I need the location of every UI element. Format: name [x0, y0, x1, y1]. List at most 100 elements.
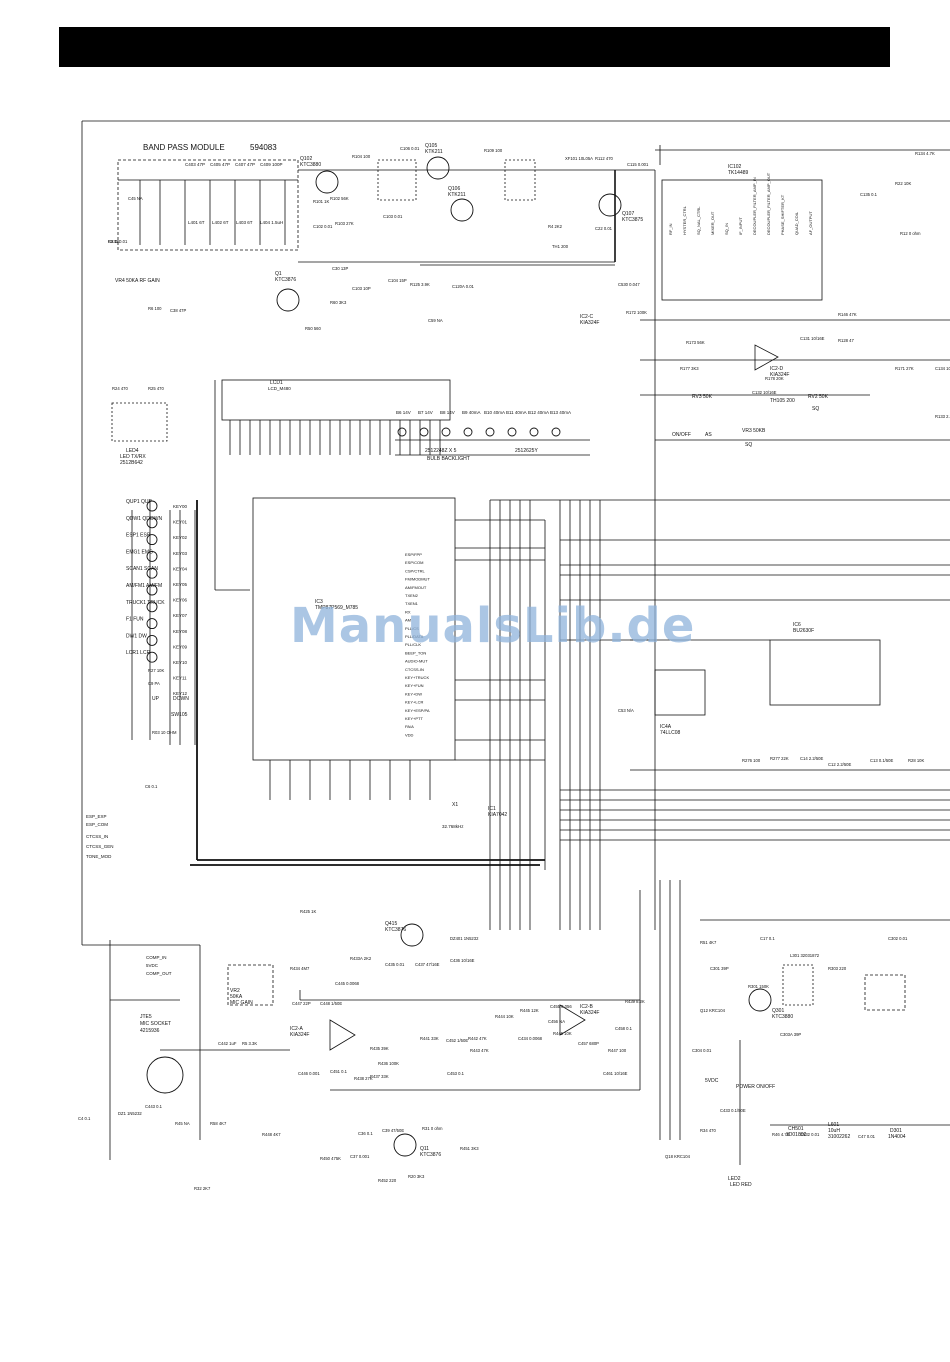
component-label: C134 10/16E	[935, 366, 950, 371]
key-line-label: KEY08	[173, 629, 188, 634]
component-label: C14 2.2/50E	[800, 756, 823, 761]
component-label: C102 0.01	[313, 224, 333, 229]
bulb-label: B7 14V	[418, 410, 433, 415]
key-switch-label: SCAN1 SCAN	[126, 566, 158, 572]
ic3-pin-label: AM/FMOUT	[405, 585, 427, 590]
coil-l601-part: 31002262	[828, 1134, 850, 1140]
control-rv2: RV2 50K	[808, 394, 829, 400]
component-label: R438 27K	[354, 1076, 373, 1081]
mic-gain-value: 50KA	[230, 994, 243, 1000]
key-line-label: KEY12	[173, 691, 188, 696]
bulb-icon	[507, 427, 517, 437]
key-switch-label: DW1 DW	[126, 633, 147, 639]
ic3-pin-label: PLL/CS	[405, 626, 419, 631]
down-label: DOWN	[173, 696, 189, 702]
transistor-q107	[598, 193, 622, 217]
bulb-label: B12 40mA	[528, 410, 549, 415]
ic102-pin-label: DECOUPLER_FILTER_AMP_IN	[752, 177, 757, 235]
io-pin-label: ESP_COM	[86, 822, 108, 827]
io-pin-label: CTCSS_GEN	[86, 844, 114, 849]
band-pass-part: 594083	[250, 143, 277, 152]
component-label: R03 10 OHM	[152, 730, 177, 735]
transistor-q106	[450, 198, 474, 222]
transistor-q102	[315, 170, 339, 194]
transistor-q415-ref: Q415	[385, 921, 397, 927]
component-label: C456 NA	[548, 1019, 565, 1024]
control-on_off: ON/OFF	[672, 432, 691, 438]
component-label: C104 15P	[388, 278, 407, 283]
ic3-pin-label: KEY+ESP/PA	[405, 708, 430, 713]
ic3-pin-label: TXEN1	[405, 601, 419, 606]
ic6-ref: IC6	[793, 622, 801, 628]
component-label: C37 0.001	[350, 1154, 370, 1159]
transistor-q11-part: KTC3876	[420, 1152, 441, 1158]
wiring	[81, 120, 950, 1165]
key-switch-icon	[146, 534, 158, 546]
control-sq2: SQ	[812, 406, 819, 412]
ic3-pin-label: RX	[405, 609, 411, 614]
mic-gain-ref: VR2	[230, 988, 240, 994]
component-label: R125 3.9K	[410, 282, 430, 287]
key-switch-icon	[146, 634, 158, 646]
component-label: C30 13P	[332, 266, 349, 271]
transistor-q1-part: KTC3876	[275, 277, 296, 283]
component-label: C457 680P	[578, 1041, 599, 1046]
up-label: UP	[152, 696, 160, 702]
diode-d301-ref: D301	[890, 1128, 902, 1134]
component-label: R433A 2K2	[350, 956, 372, 961]
component-label: R177 3K3	[680, 366, 699, 371]
backlight-label: BULB BACKLIGHT	[427, 456, 470, 462]
ic2d-part: KIA324F	[770, 372, 789, 378]
ic3-pin-label: PLL/CLK	[405, 642, 421, 647]
key-switch-icon	[146, 618, 158, 630]
capacitor-label: C403 47P	[185, 162, 205, 167]
ic102-body	[661, 179, 823, 301]
diode-d301-part: 1N4004	[888, 1134, 906, 1140]
component-label: C12 2.2/50E	[828, 762, 851, 767]
component-label: C445 0.0068	[335, 981, 360, 986]
mic-pins-box	[227, 964, 274, 1006]
mic-socket-part: 4215936	[140, 1028, 160, 1034]
ic3-pin-label: TXEN2	[405, 593, 419, 598]
component-label: R22 10K	[895, 181, 912, 186]
io-pin-label: TONE_MOD	[86, 854, 112, 859]
backlight-part-b: 2512625Y	[515, 448, 538, 454]
ic3-pin-label: KEY+PTT	[405, 716, 423, 721]
component-label: C448 1/50E	[320, 1001, 342, 1006]
bulb-icon	[485, 427, 495, 437]
led2-ref: LED2	[728, 1176, 741, 1182]
component-label: C446 0.001	[298, 1071, 320, 1076]
component-label: R437 33K	[370, 1074, 389, 1079]
key-line-label: KEY10	[173, 660, 188, 665]
ic2d-ref: IC2-D	[770, 366, 783, 372]
transistor-q105-part: KTK211	[425, 149, 443, 155]
mic-pin-label: COMP_OUT	[146, 971, 172, 976]
component-label: R46 4.7K	[772, 1132, 790, 1137]
component-label: R172 100K	[626, 310, 647, 315]
transistor-q106-ref: Q106	[448, 186, 460, 192]
coil-l301	[782, 964, 814, 1006]
ic102-pin-label: DECOUPLER_FILTER_AMP_OUT	[766, 172, 771, 235]
ic3-pin-label: KEY+FUN	[405, 683, 424, 688]
ic3-pin-label: CSP/CTRL	[405, 568, 426, 573]
components	[146, 156, 772, 1157]
bulb-label: B9 40mA	[462, 410, 481, 415]
component-label: R439 8.2K	[625, 999, 645, 1004]
backlight-part-a: 2512248Z X 5	[425, 448, 457, 454]
component-label: C458 0.1	[615, 1026, 633, 1031]
control-as: AS	[705, 432, 712, 438]
ic2b-part: KIA324F	[580, 1010, 599, 1016]
ic1-ref: IC1	[488, 806, 496, 812]
component-label: C38 47P	[170, 308, 187, 313]
component-label: R277 22K	[770, 756, 789, 761]
ic3-pin-label: PLL/DATA	[405, 634, 424, 639]
ic3-pin-label: ESP/COM	[405, 560, 423, 565]
ic102-pin-label: QUAD_COIL	[794, 211, 799, 235]
component-label: C433 0.1/50E	[720, 1108, 746, 1113]
ic3-pin-label: KEY+DW	[405, 691, 422, 696]
control-rv3: RV3 50K	[692, 394, 713, 400]
capacitor-label: C405 47P	[210, 162, 230, 167]
component-label: R20 3K3	[408, 1174, 425, 1179]
component-label: C447 22P	[292, 1001, 311, 1006]
key-switch-label: ESP1 ESP	[126, 533, 151, 539]
